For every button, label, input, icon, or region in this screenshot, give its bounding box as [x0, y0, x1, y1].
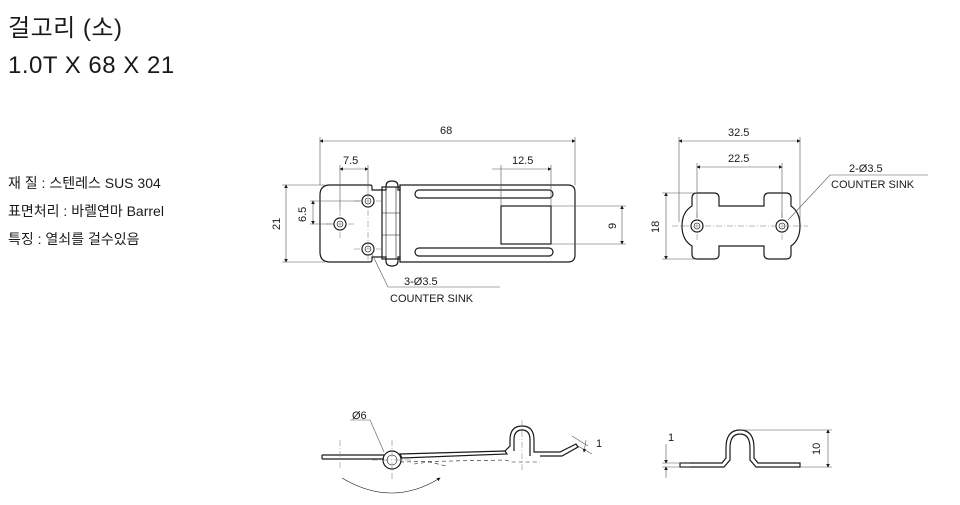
product-title: 걸고리 (소): [8, 15, 123, 42]
dim-staple-length: 32.5: [728, 127, 749, 139]
hinge-knuckle: [381, 186, 401, 260]
staple-outline: [681, 192, 801, 260]
hasp-side-view: Ø6 1: [321, 410, 602, 494]
dim-staple-height: 18: [650, 221, 662, 233]
note-staple-holes-type: COUNTER SINK: [831, 179, 915, 191]
dim-plate-thickness-2: 1: [668, 432, 674, 444]
spec-feature: 특징 : 열쇠를 걸수있음: [8, 231, 140, 247]
hasp-slot-bottom: [414, 247, 554, 257]
spec-finish: 표면처리 : 바렐연마 Barrel: [8, 203, 164, 219]
spec-material: 재 질 : 스텐레스 SUS 304: [8, 175, 161, 191]
note-hasp-holes: 3-Ø3.5: [404, 276, 438, 288]
dim-slot-width: 12.5: [512, 155, 533, 167]
dim-plate-thickness-1: 1: [596, 438, 602, 450]
staple-side-view: 1 10: [662, 429, 832, 478]
hasp-slot-top: [414, 189, 554, 199]
hasp-top-view: 68 7.5 12.5 6.5 21 9 3-Ø3.5 COUNTER SINK: [271, 125, 626, 305]
dim-hole-spacing: 6.5: [297, 207, 309, 222]
dim-staple-hole-spacing: 22.5: [728, 153, 749, 165]
dim-hinge-offset: 7.5: [343, 155, 358, 167]
dim-staple-depth: 10: [811, 443, 823, 455]
note-hasp-holes-type: COUNTER SINK: [390, 293, 474, 305]
dim-hasp-width: 21: [271, 218, 283, 230]
hasp-outline: [319, 180, 576, 267]
dim-slot-height: 9: [607, 223, 619, 229]
staple-profile: [679, 429, 801, 468]
staple-top-view: 32.5 22.5 18 2-Ø3.5 COUNTER SINK: [650, 127, 928, 260]
dim-hasp-length: 68: [440, 125, 452, 137]
hasp-lock-slot: [500, 205, 552, 245]
product-size: 1.0T X 68 X 21: [8, 52, 175, 79]
note-staple-holes: 2-Ø3.5: [849, 163, 883, 175]
dim-pin-diameter: Ø6: [352, 410, 367, 422]
